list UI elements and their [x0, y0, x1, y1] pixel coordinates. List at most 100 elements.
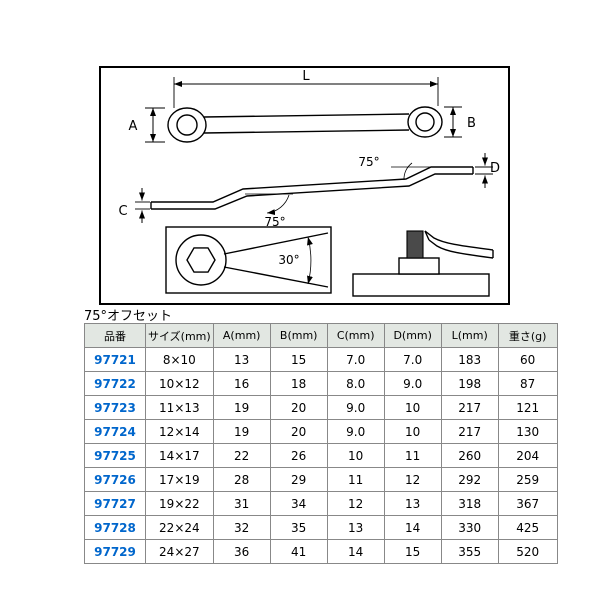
cell-c: 13: [326, 515, 385, 540]
wrench-side-view: [150, 166, 474, 210]
cell-w: 87: [497, 371, 558, 396]
cell-b: 35: [269, 515, 328, 540]
part-number-link[interactable]: 97727: [94, 496, 136, 511]
spec-table: 品番 サイズ(mm) A(mm) B(mm) C(mm) D(mm) L(mm)…: [84, 323, 558, 564]
cell-w: 204: [497, 443, 558, 468]
detail-inset: 30°: [165, 226, 332, 294]
part-number-link[interactable]: 97722: [94, 376, 136, 391]
col-header-c: C(mm): [326, 323, 385, 348]
wrench-top-view: [167, 106, 443, 143]
usage-illustration: [352, 230, 494, 297]
cell-w: 121: [497, 395, 558, 420]
cell-b: 18: [269, 371, 328, 396]
spec-table-header: 品番 サイズ(mm) A(mm) B(mm) C(mm) D(mm) L(mm)…: [84, 323, 558, 348]
cell-part: 97729: [84, 539, 146, 564]
cell-a: 16: [212, 371, 271, 396]
cell-l: 330: [440, 515, 499, 540]
part-number-link[interactable]: 97721: [94, 352, 136, 367]
cell-b: 15: [269, 347, 328, 372]
col-header-part: 品番: [84, 323, 146, 348]
dim-label-b: B: [467, 116, 476, 131]
cell-part: 97723: [84, 395, 146, 420]
cell-c: 12: [326, 491, 385, 516]
cell-l: 198: [440, 371, 499, 396]
cell-a: 19: [212, 395, 271, 420]
cell-a: 32: [212, 515, 271, 540]
cell-a: 13: [212, 347, 271, 372]
cell-a: 19: [212, 419, 271, 444]
part-number-link[interactable]: 97726: [94, 472, 136, 487]
cell-size: 10×12: [145, 371, 214, 396]
cell-size: 12×14: [145, 419, 214, 444]
dim-label-a: A: [129, 119, 138, 134]
cell-l: 217: [440, 395, 499, 420]
cell-b: 20: [269, 395, 328, 420]
cell-size: 22×24: [145, 515, 214, 540]
col-header-a: A(mm): [212, 323, 271, 348]
offset-angle-bottom: 75°: [245, 193, 293, 229]
cell-d: 10: [383, 419, 442, 444]
cell-l: 217: [440, 419, 499, 444]
part-number-link[interactable]: 97728: [94, 520, 136, 535]
offset-angle-top: 75°: [358, 155, 433, 181]
cell-d: 10: [383, 395, 442, 420]
cell-w: 259: [497, 467, 558, 492]
cell-b: 26: [269, 443, 328, 468]
part-number-link[interactable]: 97724: [94, 424, 136, 439]
a-dimension: A: [129, 107, 165, 143]
cell-c: 8.0: [326, 371, 385, 396]
cell-w: 130: [497, 419, 558, 444]
dim-label-length: L: [302, 69, 310, 84]
cell-w: 520: [497, 539, 558, 564]
part-number-link[interactable]: 97723: [94, 400, 136, 415]
dim-label-d: D: [490, 161, 500, 176]
cell-w: 425: [497, 515, 558, 540]
cell-d: 15: [383, 539, 442, 564]
cell-d: 13: [383, 491, 442, 516]
angle-label-bottom: 75°: [264, 215, 285, 229]
c-dimension: C: [118, 188, 150, 223]
technical-diagram: L A B: [99, 66, 510, 305]
cell-c: 11: [326, 467, 385, 492]
cell-c: 14: [326, 539, 385, 564]
col-header-l: L(mm): [440, 323, 499, 348]
cell-d: 14: [383, 515, 442, 540]
cell-a: 28: [212, 467, 271, 492]
cell-b: 29: [269, 467, 328, 492]
header-row: 品番 サイズ(mm) A(mm) B(mm) C(mm) D(mm) L(mm)…: [84, 323, 558, 348]
cell-b: 34: [269, 491, 328, 516]
cell-l: 318: [440, 491, 499, 516]
b-dimension: B: [444, 106, 476, 138]
d-dimension: D: [475, 153, 500, 188]
cell-d: 12: [383, 467, 442, 492]
cell-size: 11×13: [145, 395, 214, 420]
section-label: 75°オフセット: [84, 309, 173, 324]
cell-l: 183: [440, 347, 499, 372]
cell-l: 292: [440, 467, 499, 492]
cell-part: 97722: [84, 371, 146, 396]
cell-size: 19×22: [145, 491, 214, 516]
col-header-weight: 重さ(g): [497, 323, 558, 348]
cell-size: 14×17: [145, 443, 214, 468]
cell-c: 9.0: [326, 395, 385, 420]
cell-b: 41: [269, 539, 328, 564]
cell-a: 31: [212, 491, 271, 516]
cell-d: 9.0: [383, 371, 442, 396]
cell-c: 7.0: [326, 347, 385, 372]
cell-part: 97728: [84, 515, 146, 540]
cell-w: 367: [497, 491, 558, 516]
cell-part: 97724: [84, 419, 146, 444]
cell-part: 97726: [84, 467, 146, 492]
cell-a: 22: [212, 443, 271, 468]
part-number-link[interactable]: 97729: [94, 544, 136, 559]
part-number-link[interactable]: 97725: [94, 448, 136, 463]
col-header-b: B(mm): [269, 323, 328, 348]
